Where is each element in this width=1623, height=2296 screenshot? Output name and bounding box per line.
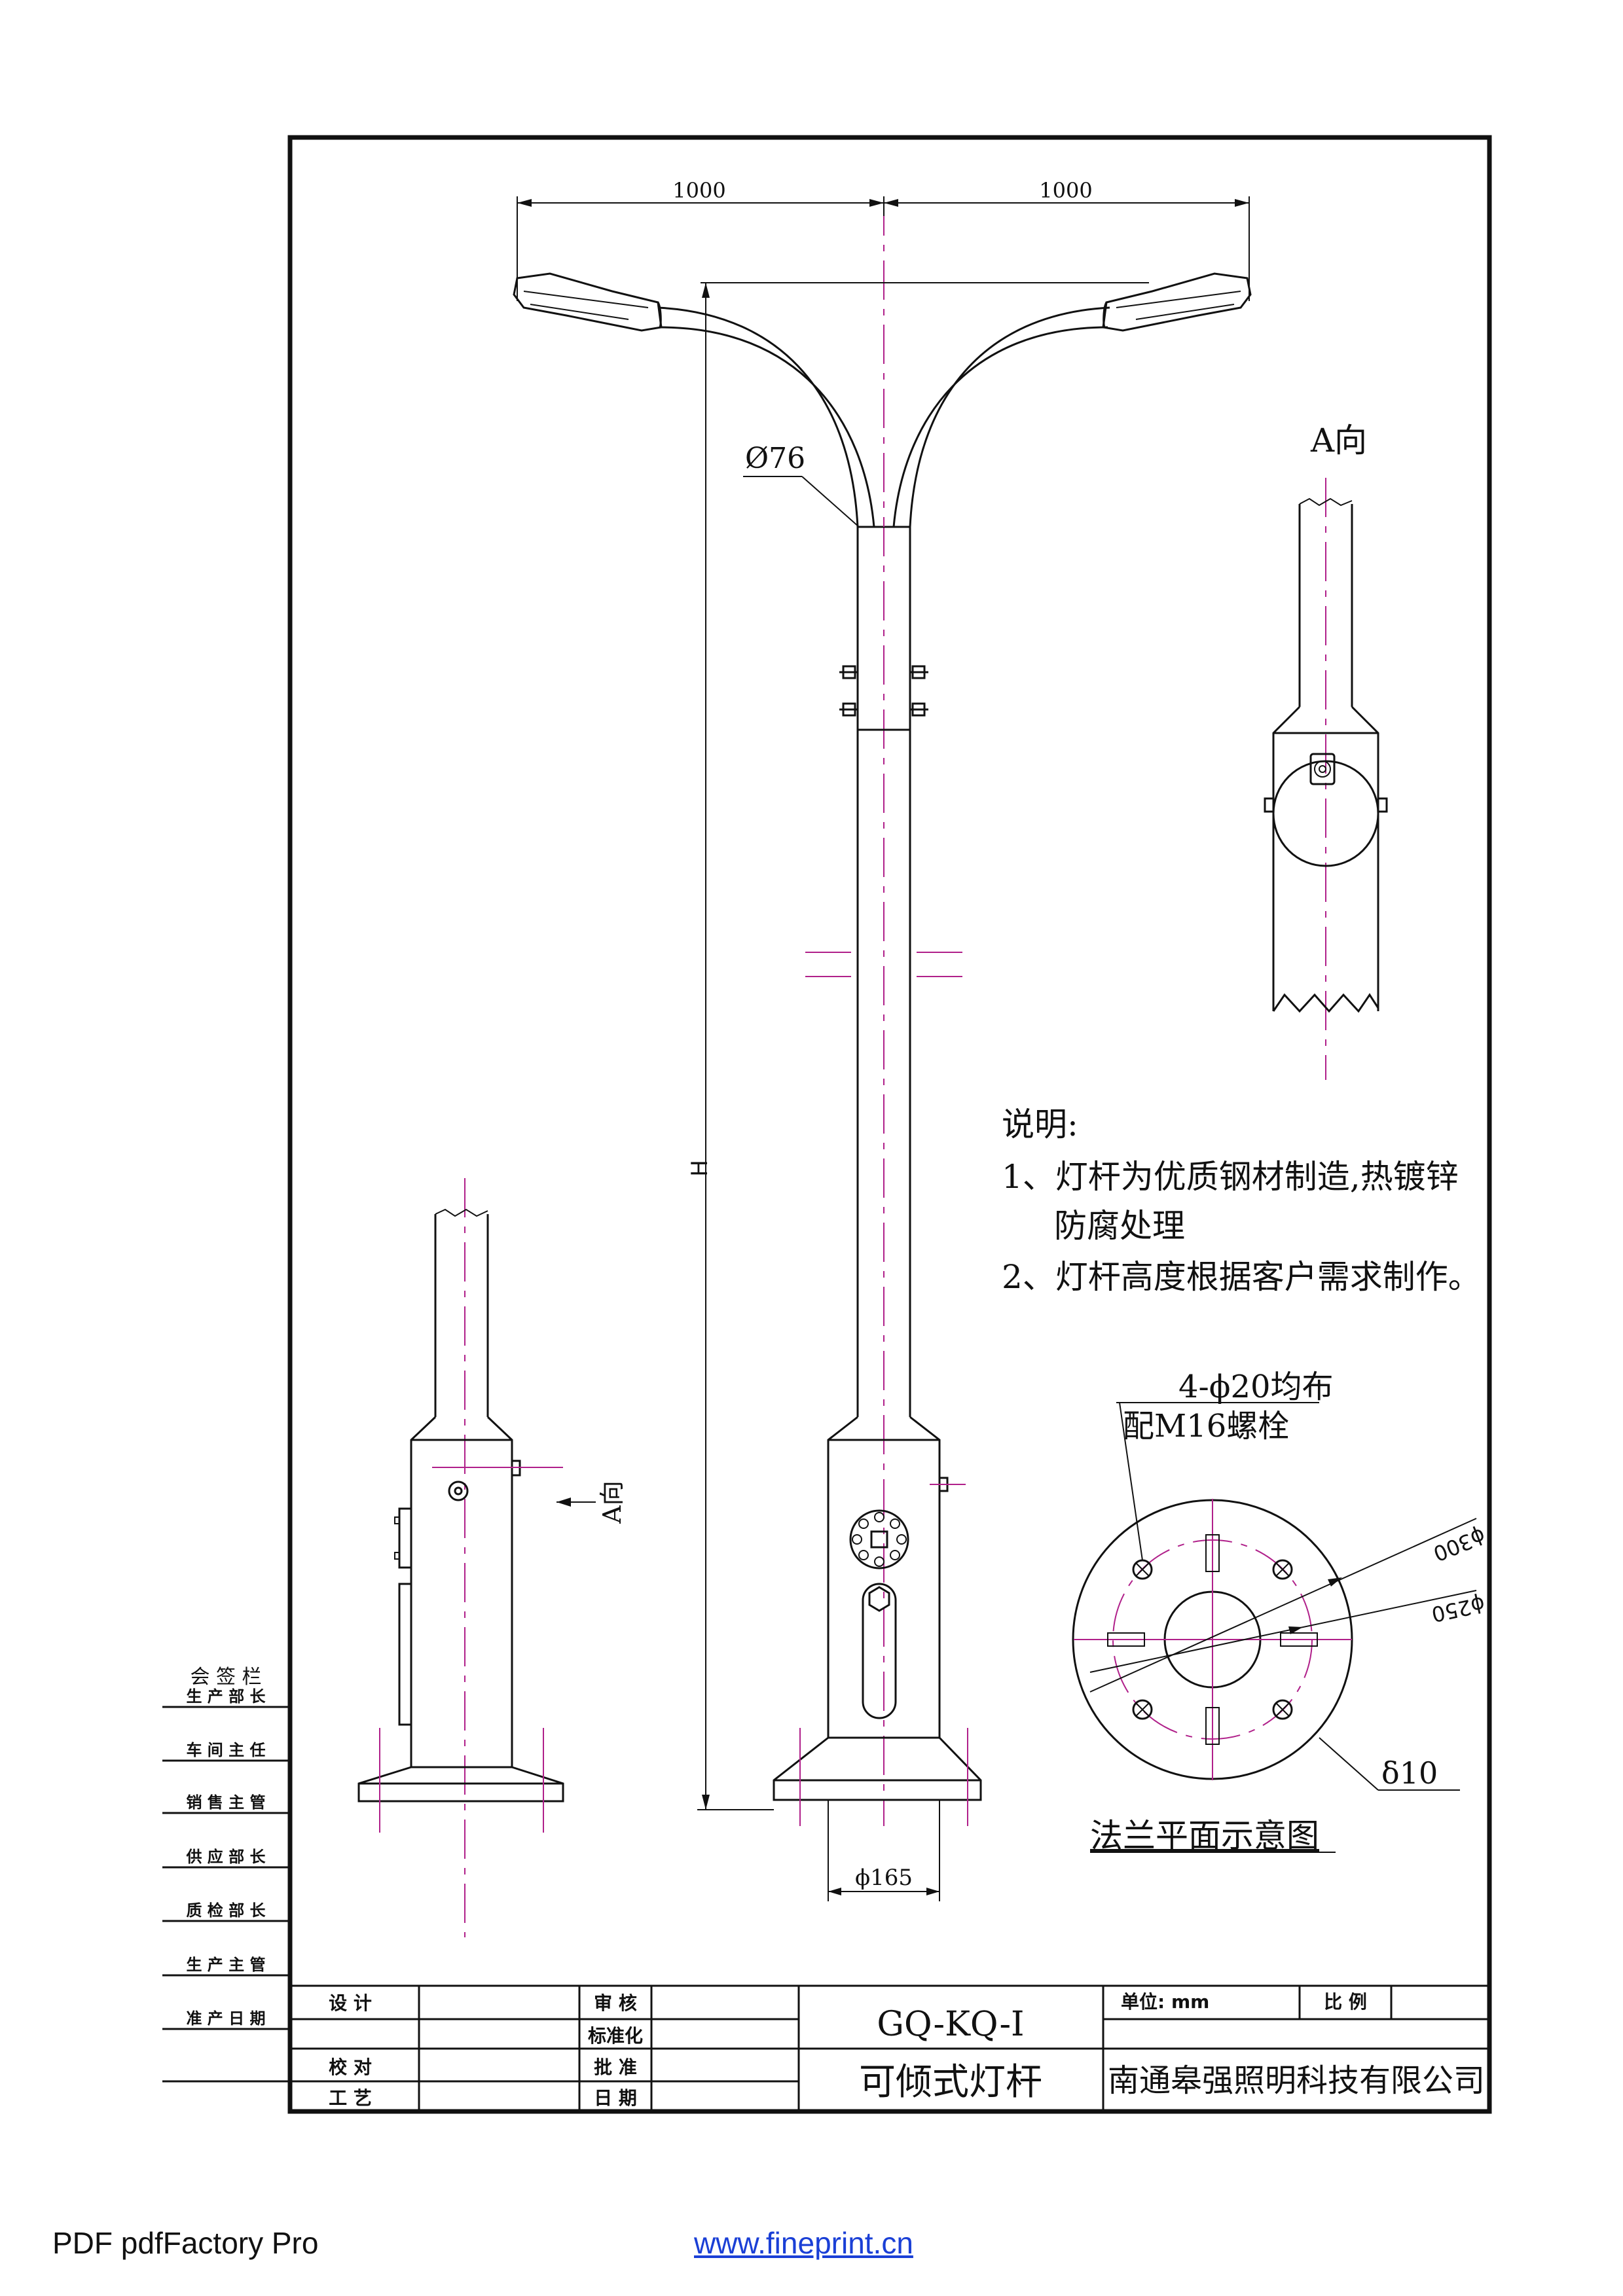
dim-base-diameter: ϕ165 — [855, 1865, 913, 1891]
tb-product-name: 可倾式灯杆 — [859, 2061, 1042, 2104]
dim-arm-right: 1000 — [1039, 178, 1092, 203]
dim-flange-bolt-circle: ϕ250 — [1429, 1592, 1487, 1627]
view-a-title: A向 — [1310, 422, 1367, 459]
base-bolt-disc — [849, 1509, 909, 1570]
dim-tube-diameter: Ø76 — [745, 442, 805, 475]
tb-approve: 批 准 — [594, 2056, 637, 2078]
side-arrow-label: A向 — [598, 1480, 627, 1524]
tb-unit: 单位: mm — [1121, 1991, 1209, 2013]
view-a — [1264, 478, 1388, 1080]
lamp-left — [513, 272, 663, 332]
tb-date: 日 期 — [594, 2087, 637, 2109]
tb-review: 审 核 — [594, 1992, 637, 2014]
flange-bolts: 配M16螺栓 — [1123, 1408, 1289, 1444]
footer-producer: PDF pdfFactory Pro — [52, 2226, 319, 2260]
notes-heading: 说明: — [1002, 1105, 1078, 1143]
notes-line1b: 防腐处理 — [1054, 1207, 1185, 1245]
sign-row: 生 产 部 长 — [186, 1687, 266, 1706]
dim-arm-left: 1000 — [672, 178, 725, 203]
sign-row: 准 产 日 期 — [186, 2009, 265, 2028]
flange-holes: 4-ϕ20均布 — [1178, 1369, 1334, 1405]
sign-row: 车 间 主 任 — [186, 1741, 265, 1759]
dim-height: H — [687, 1160, 713, 1177]
sign-row: 质 检 部 长 — [186, 1901, 266, 1920]
flange-plan — [1072, 1402, 1477, 1791]
tb-craft: 工 艺 — [329, 2087, 372, 2109]
side-view — [357, 1178, 596, 1937]
sign-column-title: 会 签 栏 — [190, 1666, 261, 1689]
footer-link[interactable]: www.fineprint.cn — [694, 2226, 913, 2260]
tb-design: 设 计 — [329, 1992, 372, 2014]
double-arm — [657, 196, 1110, 528]
title-block — [290, 1984, 1489, 2111]
tb-scale: 比 例 — [1324, 1991, 1367, 2013]
notes-line1: 1、灯杆为优质钢材制造,热镀锌 — [1002, 1158, 1459, 1196]
footer-link-wrap: www.fineprint.cn — [694, 2225, 913, 2261]
sign-row: 供 应 部 长 — [185, 1848, 266, 1866]
tb-check: 校 对 — [329, 2056, 372, 2078]
sign-column — [162, 1706, 290, 2083]
notes-line2: 2、灯杆高度根据客户需求制作。 — [1002, 1258, 1481, 1296]
lamp-right — [1102, 272, 1252, 332]
arm-dimensions — [517, 196, 1250, 301]
sign-row: 销 售 主 管 — [186, 1793, 265, 1812]
sign-row: 生 产 主 管 — [186, 1956, 265, 1974]
height-dimension — [697, 282, 1149, 1810]
dim-flange-outer: ϕ300 — [1430, 1523, 1489, 1566]
tb-standard: 标准化 — [588, 2025, 643, 2047]
main-pole — [773, 196, 982, 1826]
access-door — [862, 1583, 897, 1719]
tube-clamps — [839, 665, 928, 717]
tb-company: 南通皋强照明科技有限公司 — [1108, 2062, 1485, 2099]
drawing-frame — [287, 135, 1492, 2114]
flange-title: 法兰平面示意图 — [1090, 1817, 1319, 1855]
tb-drawing-no: GQ-KQ-I — [877, 2005, 1024, 2044]
dim-flange-thickness: δ10 — [1381, 1755, 1438, 1791]
